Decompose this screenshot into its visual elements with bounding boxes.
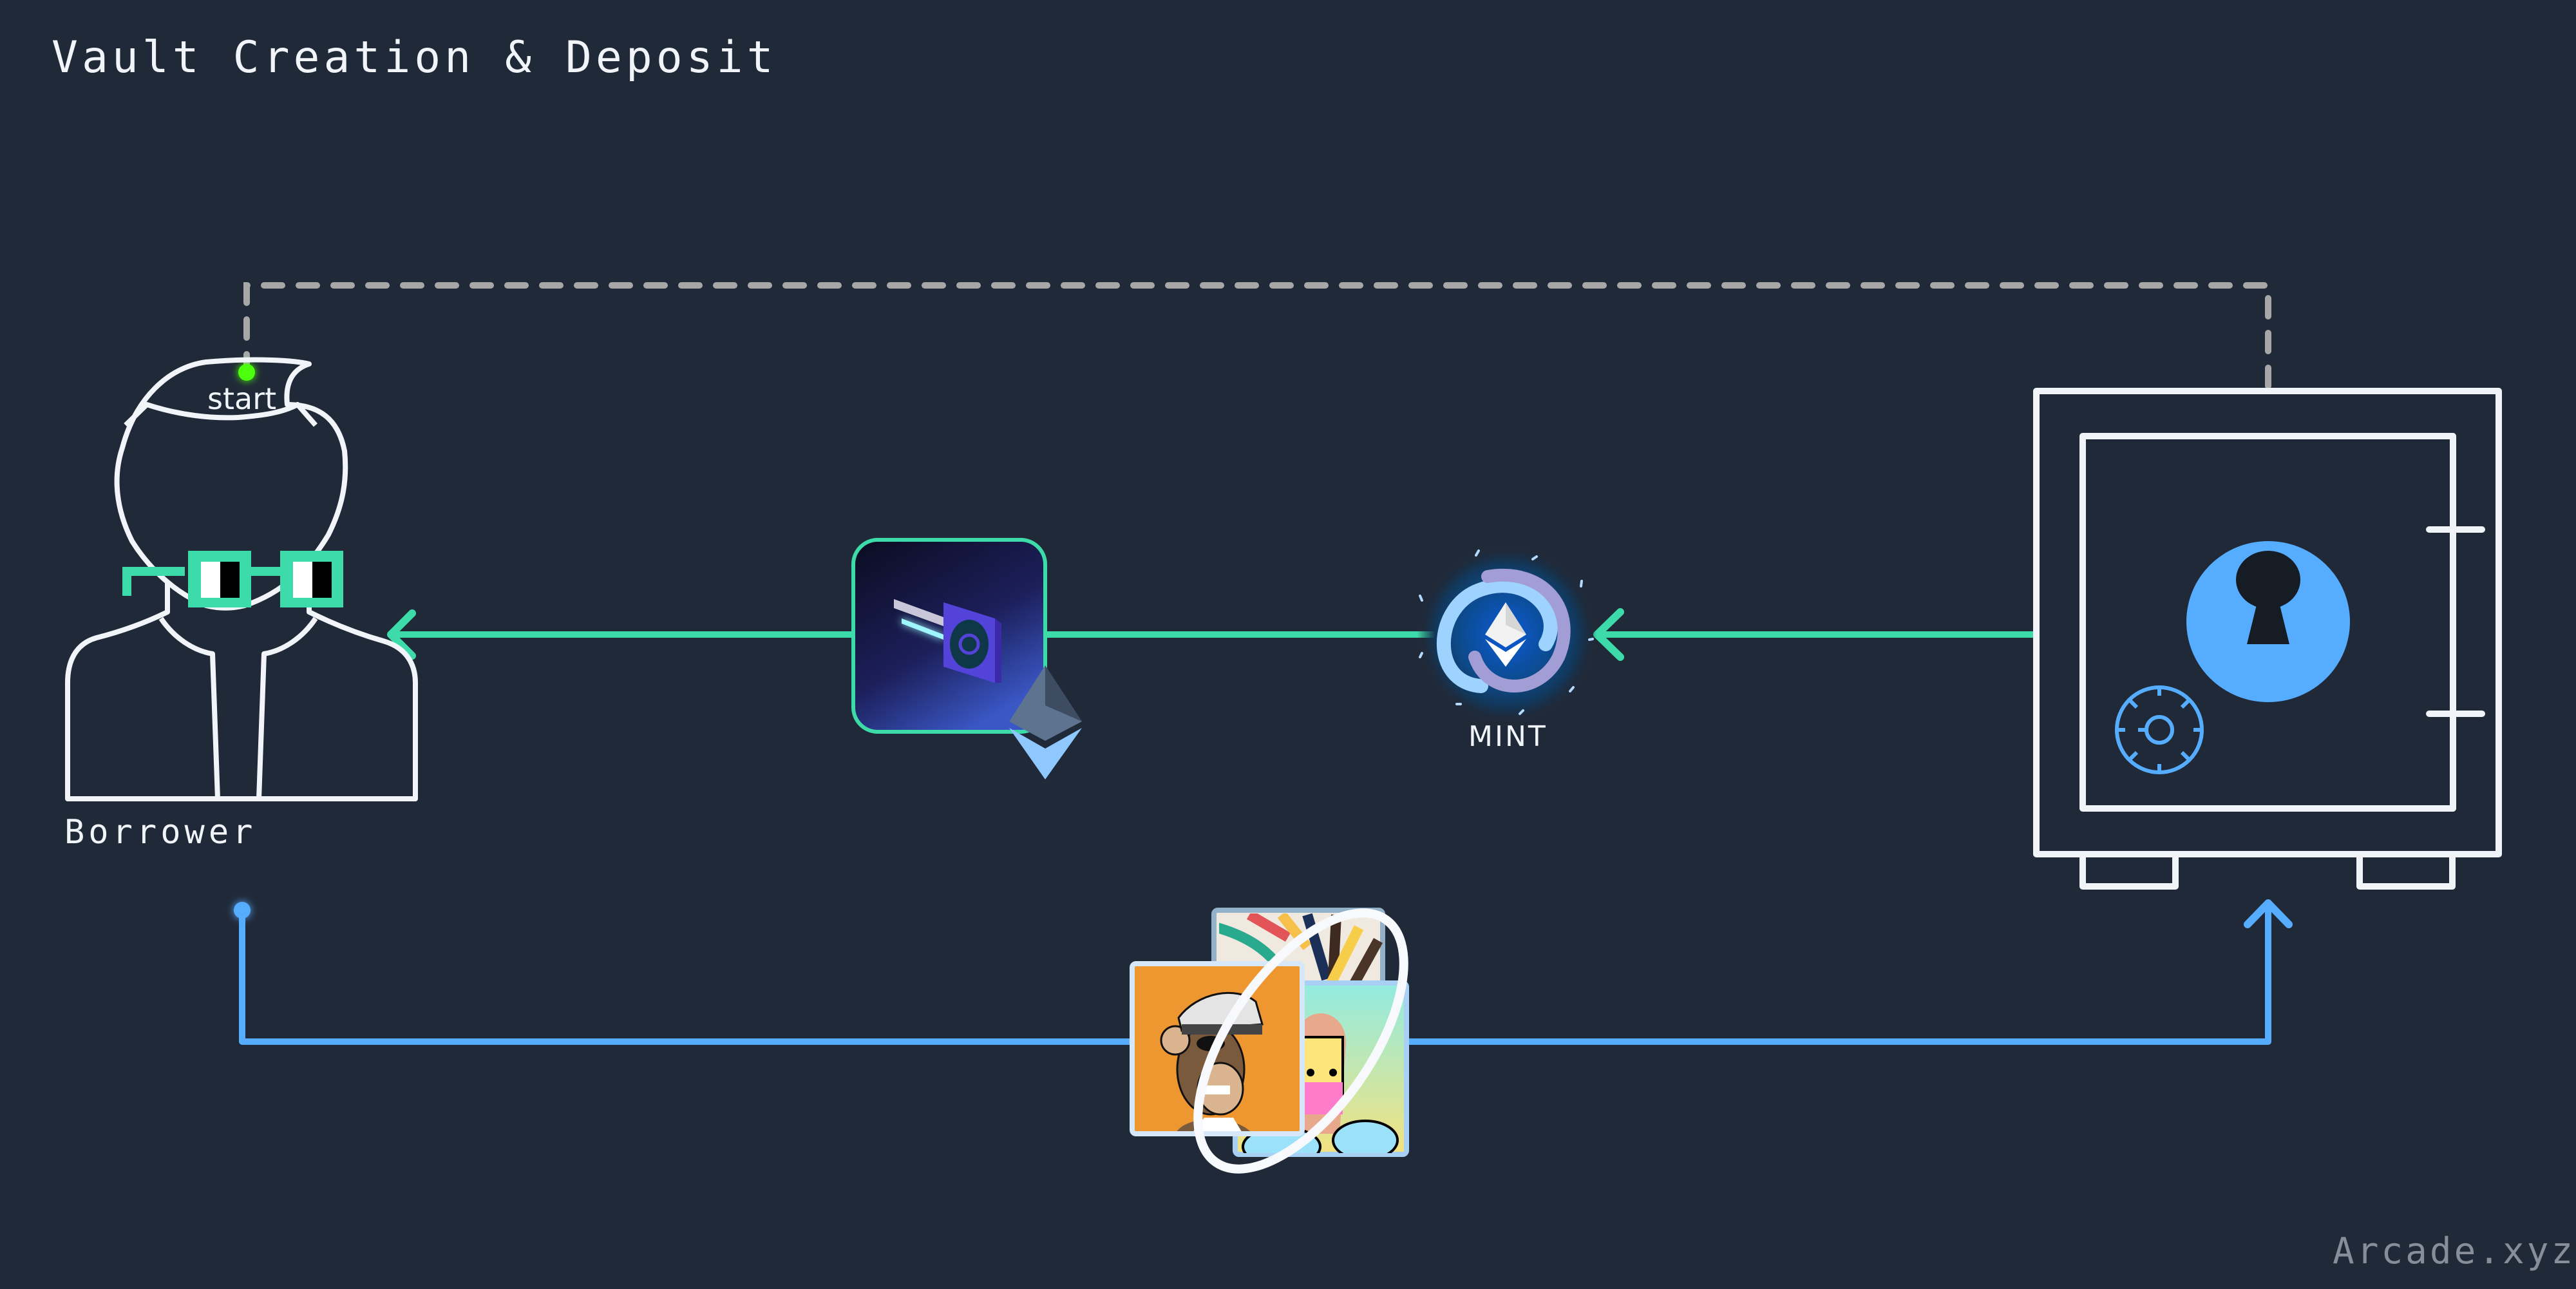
start-dot [238,364,255,381]
borrower-label: Borrower [64,813,257,852]
nft-collection-icon [1130,908,1409,1174]
mint-label: MINT [1468,720,1548,753]
safe-vault-icon [2033,388,2502,890]
ethereum-icon [1009,665,1082,779]
page-title: Vault Creation & Deposit [52,32,777,83]
brand-watermark: Arcade.xyz [2333,1230,2576,1272]
keyhole-icon [2186,541,2350,702]
dashed-flow-path [243,282,2271,394]
combination-dial-icon [2115,685,2204,774]
glasses-icon [122,551,343,607]
blue-arrow-head-vault [2244,899,2293,928]
green-arrow-head-borrower [387,609,416,660]
vault-key-nft-icon [851,538,1047,734]
ethereum-mint-swirl-icon [1417,544,1597,725]
start-label: start [207,381,277,416]
